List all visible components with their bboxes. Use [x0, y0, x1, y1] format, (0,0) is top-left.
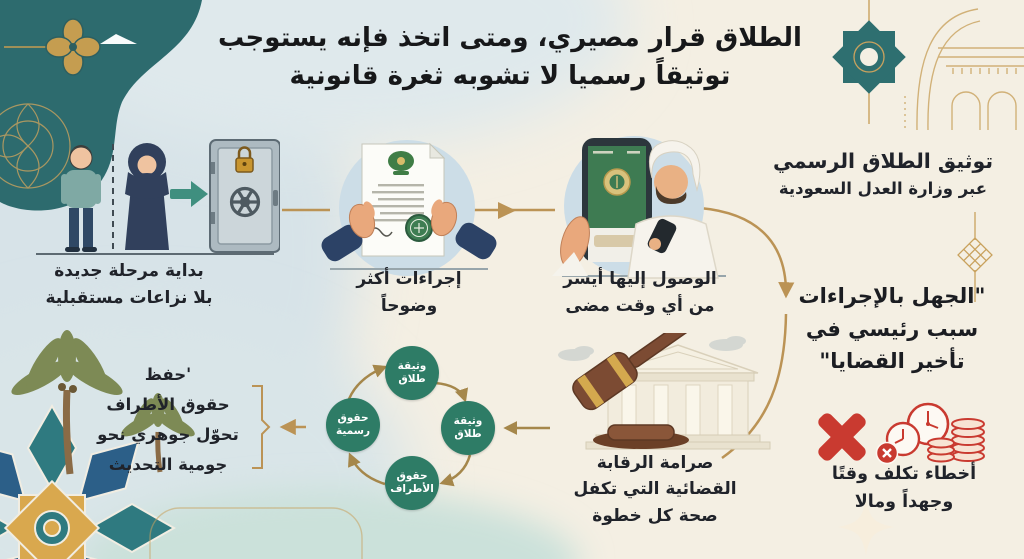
- caption-line: من أي وقت مضى: [565, 296, 715, 317]
- diamond-ornament-icon: [957, 212, 993, 302]
- app-emblem-icon: [603, 168, 631, 196]
- caption-line: القضائية التي تكفل: [573, 479, 737, 500]
- caption-clear-procedures: إجراءات أكثر وضوحاً: [326, 266, 492, 320]
- cycle-node-divorce-document-top: وثيقة طلاق: [385, 346, 439, 400]
- arrow-right-icon: [498, 202, 516, 219]
- cost-icons: [818, 402, 985, 465]
- caption-new-chapter: بداية مرحلة جديدة بلا نزاعات مستقبلية: [18, 258, 240, 312]
- quote-line: "الجهل بالإجراءات: [798, 284, 986, 308]
- official-seal-icon: [405, 214, 433, 242]
- cycle-node-label: طلاق: [398, 373, 426, 385]
- quote-block: "الجهل بالإجراءات سبب رئيسي في تأخير الق…: [766, 280, 1018, 378]
- outcome-line: 'حفظ: [144, 365, 192, 384]
- document-paper: [361, 142, 446, 257]
- woman-figure: [125, 143, 169, 250]
- vault-wheel-icon: [229, 186, 261, 218]
- quote-line: تأخير القضايا": [819, 349, 965, 374]
- page-title: الطلاق قرار مصيري، ومتى اتخذ فإنه يستوجب…: [150, 20, 870, 95]
- coins-icon: [927, 418, 985, 463]
- caption-line: وجهداً ومالا: [854, 492, 954, 512]
- caption-line: الوصول إليها أيسر: [563, 269, 717, 289]
- caption-easy-access: الوصول إليها أيسر من أي وقت مضى: [536, 266, 744, 320]
- courthouse-gavel-illustration: [558, 333, 771, 450]
- flower-icon: [4, 18, 101, 76]
- cycle-node-label: طلاق: [454, 428, 482, 440]
- vault-door: [209, 139, 280, 253]
- sparkle-icon: [838, 499, 894, 555]
- holding-hands: [321, 199, 497, 262]
- outcome-line: حقوق الأطراف: [106, 395, 230, 415]
- divorce-document-illustration: [321, 140, 497, 276]
- padlock-icon: [235, 146, 254, 173]
- page-title-line: توثيقاً رسميا لا تشوبه ثغرة قانونية: [289, 60, 731, 91]
- caption-line: أخطاء تكلف وقتًا: [831, 464, 977, 484]
- cycle-node-official-rights-left: حقوق رسمية: [326, 398, 380, 452]
- cloud-shape: [558, 336, 746, 361]
- cycle-node-parties-rights-bottom: حقوق الأطراف: [385, 456, 439, 510]
- palm-tree-icon: [11, 330, 123, 475]
- cycle-node-label: رسمية: [335, 425, 371, 437]
- caption-line: وضوحاً: [380, 296, 438, 317]
- couple-doorway-illustration: [36, 139, 280, 255]
- caption-line: بلا نزاعات مستقبلية: [45, 288, 213, 309]
- gavel-icon: [572, 333, 708, 449]
- caption-line: إجراءات أكثر: [356, 269, 462, 289]
- cycle-node-label: حقوق: [396, 469, 428, 482]
- caption-costly-mistakes: أخطاء تكلف وقتًا وجهداً ومالا: [794, 460, 1014, 516]
- holding-hand: [552, 216, 590, 276]
- x-mark-icon: [818, 413, 866, 461]
- ministry-heading-line: عبر وزارة العدل السعودية: [778, 178, 988, 198]
- cycle-node-label: وثيقة: [453, 414, 483, 427]
- saudi-man-figure: [627, 140, 719, 279]
- caption-line: صحة كل خطوة: [592, 505, 718, 526]
- cycle-node-divorce-document-right: وثيقة طلاق: [441, 401, 495, 455]
- error-badge-icon: [875, 441, 899, 465]
- quote-line: سبب رئيسي في: [805, 316, 979, 341]
- cycle-node-label: الأطراف: [390, 483, 434, 495]
- caption-judicial-oversight: صرامة الرقابة القضائية التي تكفل صحة كل …: [546, 450, 764, 529]
- caption-line: صرامة الرقابة: [596, 453, 714, 473]
- outcome-text-block: 'حفظ حقوق الأطراف تحوّل جوهري نحو جومية …: [84, 360, 252, 480]
- arch-building-icon: [904, 8, 1024, 131]
- document-cycle-arrows: [347, 364, 550, 487]
- cycle-node-label: حقوق: [337, 411, 369, 424]
- ministry-heading: توثيق الطلاق الرسمي عبر وزارة العدل السع…: [750, 146, 1016, 202]
- rounded-frame-ornament: [149, 507, 363, 559]
- page-title-line: الطلاق قرار مصيري، ومتى اتخذ فإنه يستوجب: [218, 23, 802, 53]
- ministry-heading-line: توثيق الطلاق الرسمي: [772, 149, 994, 173]
- outcome-line: جومية التحديث: [108, 455, 228, 475]
- caption-line: بداية مرحلة جديدة: [54, 261, 204, 281]
- mobile-app-illustration: [552, 136, 726, 279]
- outcome-line: تحوّل جوهري نحو: [97, 425, 239, 445]
- ministry-emblem-icon: [388, 151, 414, 175]
- man-figure: [61, 145, 101, 252]
- arrow-right-icon: [170, 181, 208, 207]
- cycle-node-label: وثيقة: [397, 359, 427, 372]
- palm-tree-small-icon: [121, 393, 195, 473]
- cloud-shape: [100, 34, 137, 44]
- star-ornament-icon: [832, 0, 906, 124]
- mosaic-pattern: [0, 405, 175, 559]
